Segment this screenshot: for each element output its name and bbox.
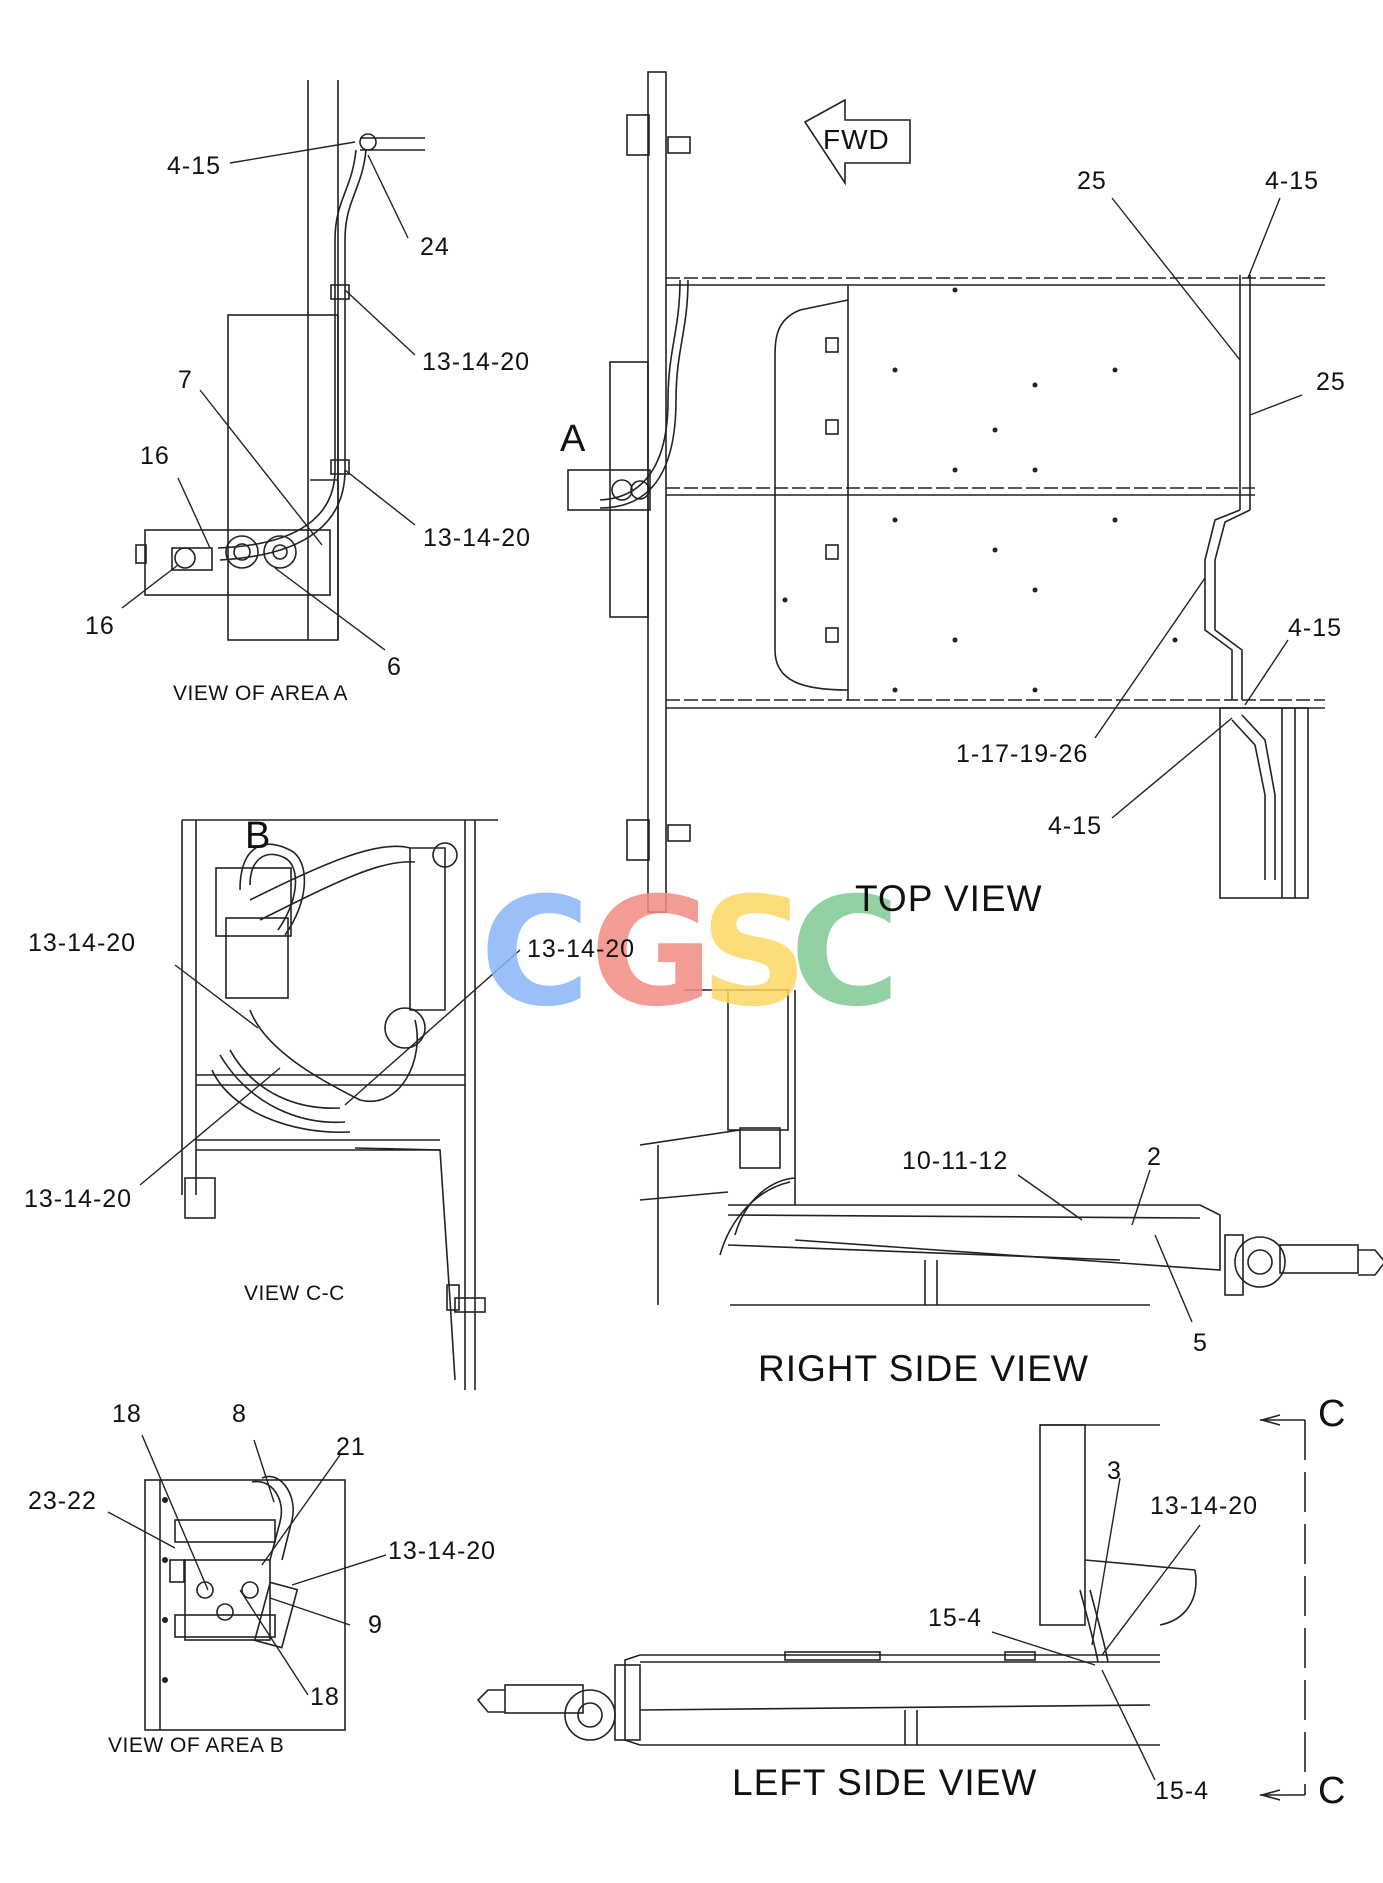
callout-a-7: 7 (178, 366, 193, 394)
fwd-arrow (803, 98, 911, 186)
fwd-label: FWD (823, 124, 890, 155)
callout-a-13-14-20-bottom: 13-14-20 (423, 524, 532, 552)
callout-b-8: 8 (232, 1400, 247, 1428)
callout-r-10-11-12: 10-11-12 (902, 1147, 1009, 1175)
caption-view-area-b: VIEW OF AREA B (108, 1734, 285, 1757)
leader-lines (107, 141, 1303, 1781)
callout-t-4-15-mid: 4-15 (1288, 614, 1343, 642)
callout-a-16-top: 16 (140, 442, 170, 470)
callout-r-2: 2 (1147, 1143, 1162, 1171)
watermark-letter-c2: C (790, 866, 901, 1040)
callout-t-1-17-19-26: 1-17-19-26 (956, 740, 1089, 768)
section-c-c-bracket (1259, 1414, 1306, 1801)
callout-b-21: 21 (336, 1433, 366, 1461)
marker-b: B (245, 815, 271, 857)
callout-a-4-15: 4-15 (167, 152, 222, 180)
callout-r-5: 5 (1193, 1329, 1208, 1357)
caption-right-side-view: RIGHT SIDE VIEW (758, 1348, 1089, 1389)
left-side-view-drawing (476, 1424, 1197, 1746)
caption-top-view: TOP VIEW (855, 878, 1043, 919)
caption-view-area-a: VIEW OF AREA A (173, 682, 349, 705)
callout-c-13-14-20-right: 13-14-20 (527, 935, 636, 963)
callout-t-4-15-low: 4-15 (1048, 812, 1103, 840)
marker-c-top: C (1318, 1393, 1346, 1435)
view-c-c-drawing (181, 819, 498, 1390)
callout-a-16-bottom: 16 (85, 612, 115, 640)
watermark-letter-g: G (590, 866, 714, 1040)
callout-b-9: 9 (368, 1611, 383, 1639)
callout-b-18-top: 18 (112, 1400, 142, 1428)
top-view-drawing (567, 71, 1325, 913)
callout-c-13-14-20-lower: 13-14-20 (24, 1185, 133, 1213)
watermark-letter-s: S (700, 866, 809, 1040)
callout-l-13-14-20: 13-14-20 (1150, 1492, 1259, 1520)
view-area-a-drawing (135, 80, 425, 641)
callout-a-24: 24 (420, 233, 450, 261)
marker-a: A (560, 418, 586, 460)
callout-l-15-4-top: 15-4 (928, 1604, 983, 1632)
callout-b-23-22: 23-22 (28, 1487, 97, 1515)
callout-a-13-14-20-top: 13-14-20 (422, 348, 531, 376)
callout-t-25-right: 25 (1316, 368, 1346, 396)
callout-c-13-14-20-upper: 13-14-20 (28, 929, 137, 957)
callout-l-15-4-bottom: 15-4 (1155, 1777, 1210, 1805)
marker-c-bottom: C (1318, 1770, 1346, 1812)
watermark-letter-c1: C (480, 866, 591, 1040)
right-side-view-drawing (639, 989, 1383, 1306)
callout-b-18-bottom: 18 (310, 1683, 340, 1711)
callout-t-25-left: 25 (1077, 167, 1107, 195)
callout-l-3: 3 (1107, 1457, 1122, 1485)
caption-left-side-view: LEFT SIDE VIEW (732, 1762, 1038, 1803)
callout-b-13-14-20: 13-14-20 (388, 1537, 497, 1565)
caption-view-c-c: VIEW C-C (244, 1282, 345, 1305)
callout-a-6: 6 (387, 653, 402, 681)
callout-t-4-15-top: 4-15 (1265, 167, 1320, 195)
